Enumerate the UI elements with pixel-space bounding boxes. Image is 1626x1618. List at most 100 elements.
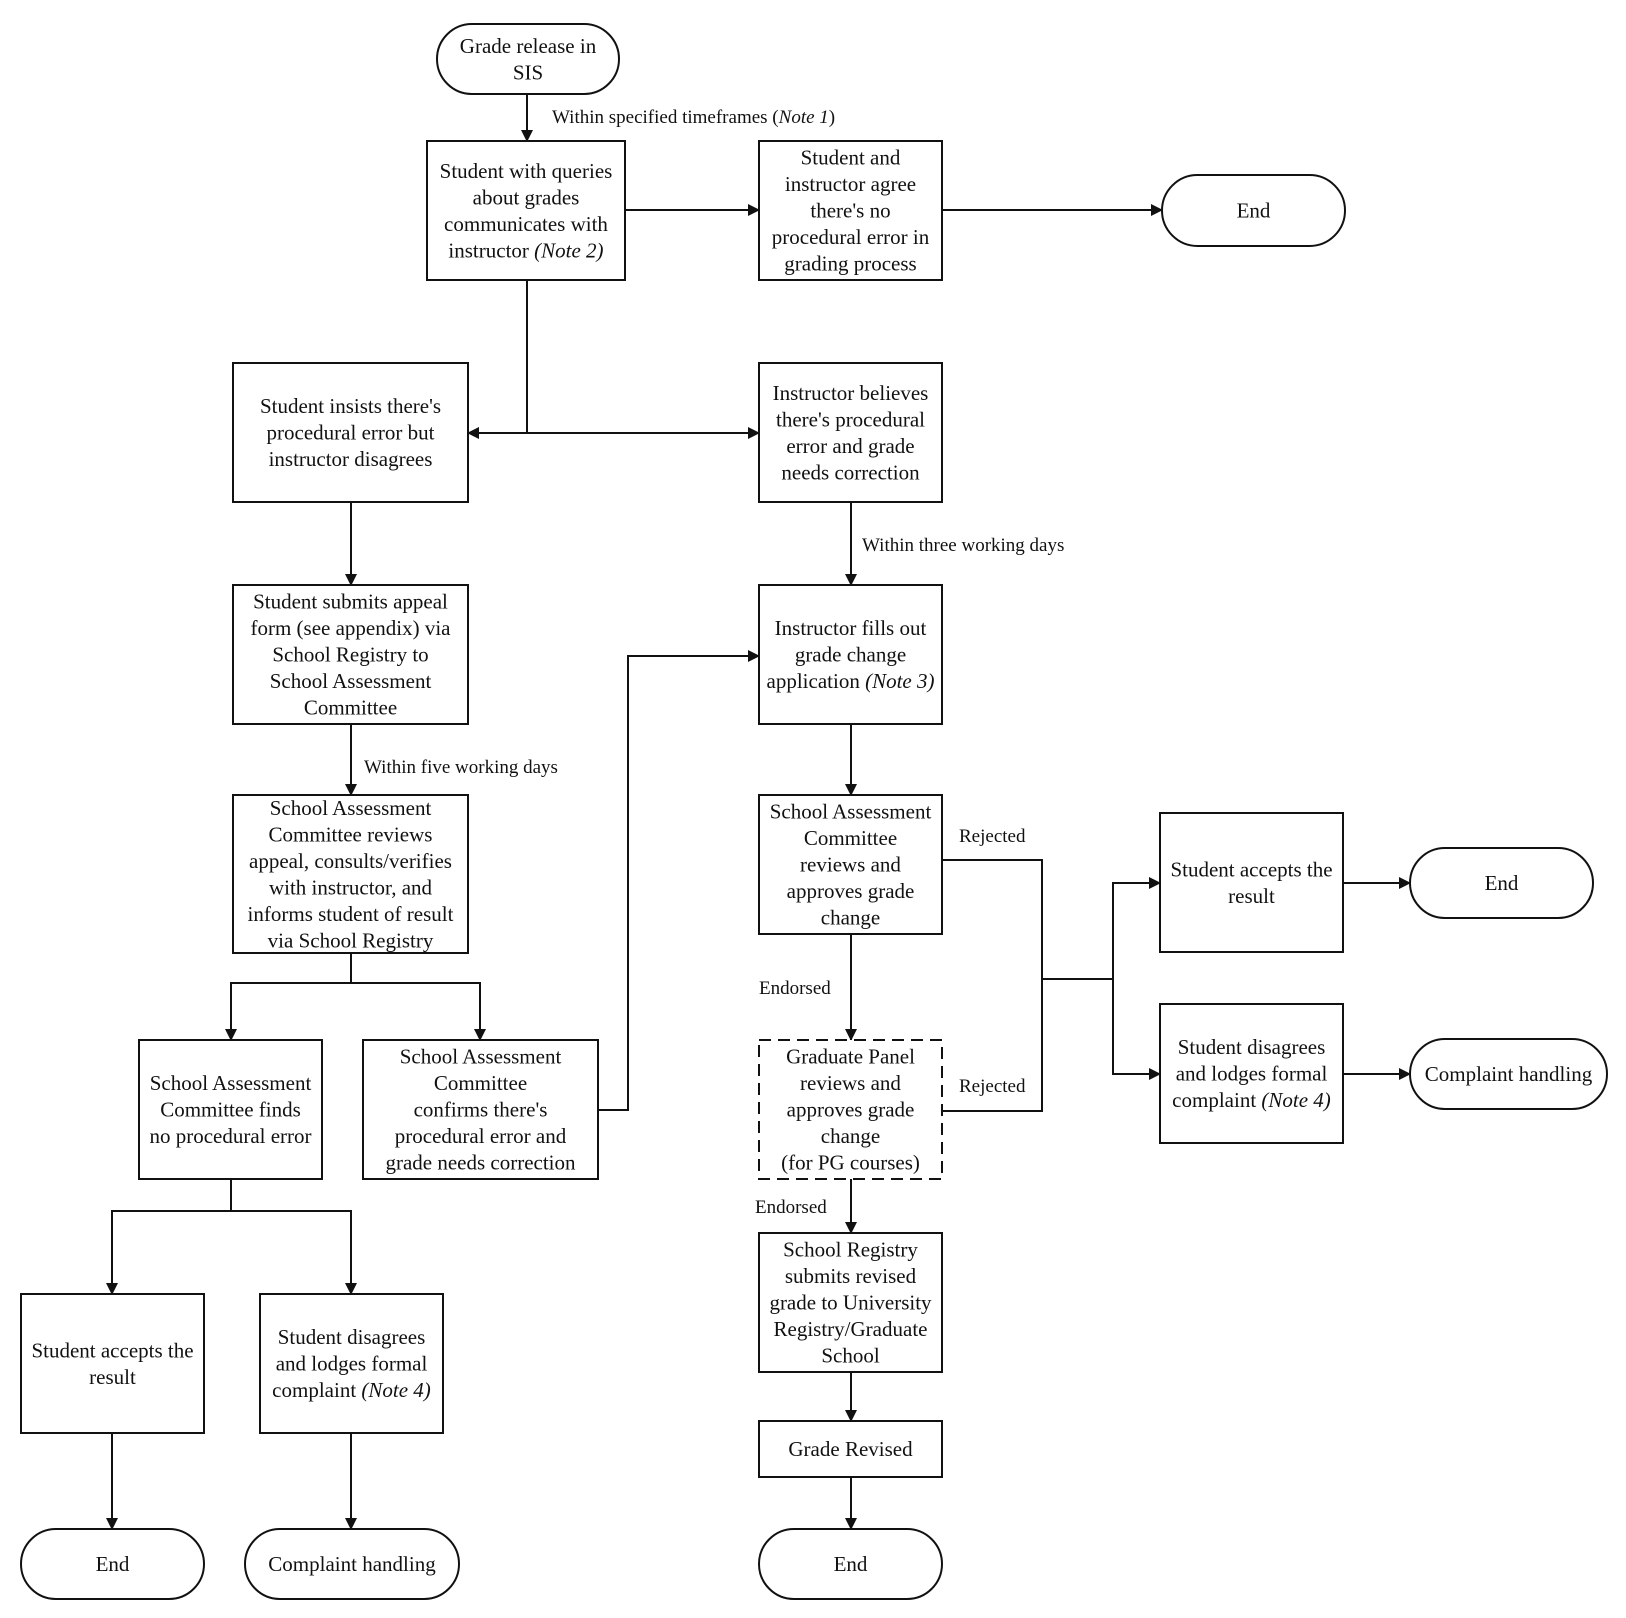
edge-student-queries-to-student-insists [467, 280, 528, 439]
node-text-line: Student accepts the [31, 1338, 193, 1362]
process-shape [138, 1039, 323, 1180]
node-text-line: Student submits appeal [253, 590, 448, 614]
node-text-line: School Assessment [150, 1071, 312, 1095]
edge-label: Within three working days [862, 535, 1064, 556]
node-text-line: instructor agree [785, 172, 916, 196]
process-shape [758, 1420, 943, 1478]
node-text-line: confirms there's [414, 1098, 548, 1122]
node-text-line: Student disagrees [278, 1325, 426, 1349]
node-end-top: End [1161, 174, 1346, 247]
node-text-line: Committee [804, 826, 897, 850]
node-text-line: Complaint handling [1425, 1062, 1593, 1086]
node-text-line: Student accepts the [1170, 857, 1332, 881]
node-text-line: Registry/Graduate [774, 1317, 928, 1341]
node-text-line: with instructor, and [269, 875, 433, 899]
node-text-line: there's procedural [776, 407, 925, 431]
process-shape [20, 1293, 205, 1434]
node-text-line: instructor disagrees [269, 447, 433, 471]
node-text-line: (for PG courses) [781, 1151, 920, 1175]
process-shape [1159, 1003, 1344, 1144]
node-end-left: End [20, 1528, 205, 1600]
node-text-line: submits revised [785, 1264, 917, 1288]
terminal-shape [436, 23, 620, 95]
process-shape [232, 584, 469, 725]
edge-sac-reviews-appeal-to-sac-no-error [225, 953, 352, 1041]
node-text-line: Student and [801, 146, 901, 170]
node-text-line: End [834, 1552, 868, 1576]
node-text-line: School Assessment [270, 669, 432, 693]
node-text-line: reviews and [800, 1071, 901, 1095]
node-text-line: informs student of result [248, 902, 454, 926]
node-end-bottom: End [758, 1528, 943, 1600]
edge-label: Endorsed [755, 1197, 827, 1218]
node-complaint-right: Complaint handling [1409, 1038, 1608, 1110]
node-text-line: and lodges formal [276, 1352, 428, 1376]
node-end-right: End [1409, 847, 1594, 919]
terminal-shape [20, 1528, 205, 1600]
process-shape [1159, 812, 1344, 953]
node-text-line: result [89, 1365, 136, 1389]
node-accept-left: Student accepts the result [20, 1293, 205, 1434]
process-shape [426, 140, 626, 281]
node-text-line: there's no [810, 199, 890, 223]
process-shape [758, 1232, 943, 1373]
edge-label: Within specified timeframes (Note 1) [552, 107, 835, 128]
edge-sac-confirms-error-to-fills-application [598, 650, 760, 1111]
node-text-line: approves grade [787, 1098, 915, 1122]
node-text-line: instructor (Note 2) [448, 238, 603, 262]
edge-sac-reviews-appeal-to-sac-confirms-error [351, 982, 486, 1041]
node-complaint-left: Complaint handling [244, 1528, 460, 1600]
process-shape [758, 584, 943, 725]
node-text-line: School [821, 1344, 880, 1368]
node-text-line: communicates with [444, 212, 608, 236]
node-text-line: complaint (Note 4) [272, 1378, 431, 1402]
node-grade-revised: Grade Revised [758, 1420, 943, 1478]
edge-label: Within five working days [364, 757, 558, 778]
node-text-line: Grade Revised [788, 1437, 913, 1461]
node-text-line: End [96, 1552, 130, 1576]
node-disagree-left: Student disagrees and lodges formalcompla… [259, 1293, 444, 1434]
node-text-line: Instructor fills out [775, 616, 927, 640]
process-shape [362, 1039, 599, 1180]
edge-sac-no-error-to-accept-left [106, 1179, 232, 1295]
node-fills-application: Instructor fills out grade changeapplicat… [758, 584, 943, 725]
node-text-line: grade to University [769, 1291, 932, 1315]
node-text-line: and lodges formal [1176, 1062, 1328, 1086]
node-text-line: grading process [784, 252, 916, 276]
node-text-line: grade change [795, 643, 906, 667]
process-shape [758, 794, 943, 935]
node-text-line: Complaint handling [268, 1552, 436, 1576]
node-text-line: School Assessment [270, 796, 432, 820]
node-text-line: Committee reviews [269, 822, 433, 846]
node-text-line: Committee finds [160, 1098, 301, 1122]
node-text-line: complaint (Note 4) [1172, 1088, 1331, 1112]
optional-process-shape [758, 1039, 943, 1180]
node-text-line: change [821, 1124, 880, 1148]
edge-sac-no-error-to-disagree-left [231, 1210, 357, 1295]
node-text-line: approves grade [787, 879, 915, 903]
node-text-line: change [821, 906, 880, 930]
node-text-line: End [1237, 199, 1271, 223]
node-text-line: School Assessment [770, 800, 932, 824]
process-shape [232, 362, 469, 503]
node-text-line: Student with queries [440, 159, 613, 183]
node-text-line: Student disagrees [1178, 1035, 1326, 1059]
node-text-line: SIS [513, 60, 543, 84]
node-text-line: application (Note 3) [767, 669, 935, 693]
process-shape [259, 1293, 444, 1434]
node-text-line: Student insists there's [260, 394, 441, 418]
terminal-shape [1409, 847, 1594, 919]
terminal-shape [1409, 1038, 1608, 1110]
node-text-line: via School Registry [268, 928, 434, 952]
node-text-line: appeal, consults/verifies [249, 849, 452, 873]
edge-sac-approves-to-accept-right [942, 859, 1161, 980]
edge-graduate-panel-to-disagree-right [942, 978, 1161, 1112]
